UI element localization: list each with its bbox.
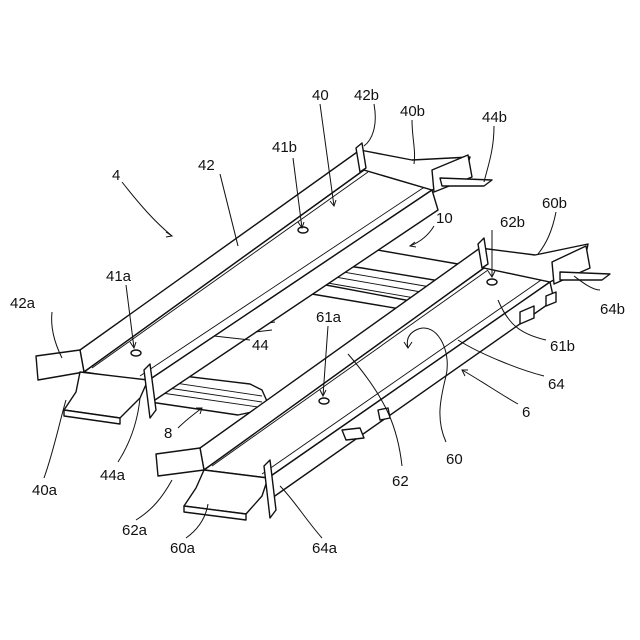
end-62a <box>156 448 204 476</box>
label-62: 62 <box>392 473 409 490</box>
label-41b: 41b <box>272 139 297 156</box>
label-60b: 60b <box>542 195 567 212</box>
label-64: 64 <box>548 376 565 393</box>
bolt-61a <box>319 398 329 404</box>
bolt-61b <box>487 279 497 285</box>
label-6: 6 <box>522 404 530 421</box>
label-40a: 40a <box>32 482 58 499</box>
label-44: 44 <box>252 337 269 354</box>
label-40: 40 <box>312 87 329 104</box>
label-40b: 40b <box>400 103 425 120</box>
bolt-41a <box>131 350 141 356</box>
label-62b: 62b <box>500 214 525 231</box>
label-8: 8 <box>164 425 172 442</box>
bolt-41b <box>298 227 308 233</box>
label-61b: 61b <box>550 338 575 355</box>
label-60a: 60a <box>170 540 196 557</box>
label-60: 60 <box>446 451 463 468</box>
label-44b: 44b <box>482 109 507 126</box>
label-44a: 44a <box>100 467 126 484</box>
reference-labels: 4 40 42b 40b 44b 42 41b 10 62b 60b 41a 6… <box>10 87 625 557</box>
label-61a: 61a <box>316 309 342 326</box>
label-64b: 64b <box>600 301 625 318</box>
label-41a: 41a <box>106 268 132 285</box>
label-62a: 62a <box>122 522 148 539</box>
label-64a: 64a <box>312 540 338 557</box>
label-42: 42 <box>198 157 215 174</box>
label-42b: 42b <box>354 87 379 104</box>
label-42a: 42a <box>10 295 36 312</box>
label-10: 10 <box>436 210 453 227</box>
label-4: 4 <box>112 167 120 184</box>
